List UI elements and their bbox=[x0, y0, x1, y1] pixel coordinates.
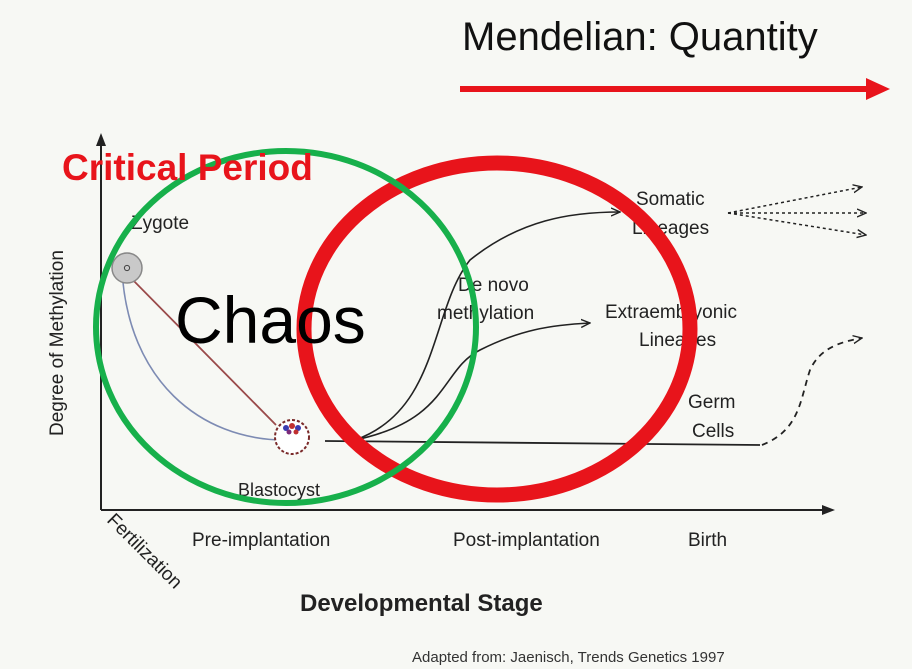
x-axis-label: Developmental Stage bbox=[300, 590, 543, 617]
headline: Mendelian: Quantity bbox=[462, 15, 818, 59]
label-germ-cells: Germ Cells bbox=[688, 392, 741, 442]
somatic-curve bbox=[354, 212, 620, 441]
demethylation-curve bbox=[121, 269, 286, 441]
label-germ-line2: Cells bbox=[692, 421, 734, 442]
label-de-novo: De novo methylation bbox=[437, 275, 534, 324]
label-blastocyst: Blastocyst bbox=[238, 480, 320, 500]
zygote-cell bbox=[111, 252, 143, 284]
germ-line bbox=[324, 440, 761, 446]
axes bbox=[96, 133, 835, 515]
headline-arrow bbox=[460, 78, 890, 100]
label-de-novo-line1: De novo bbox=[458, 275, 529, 296]
green-circle bbox=[93, 148, 479, 506]
tick-pre-implantation: Pre-implantation bbox=[192, 530, 330, 551]
critical-period-label: Critical Period bbox=[62, 147, 313, 188]
tick-birth: Birth bbox=[688, 530, 727, 551]
label-germ-line1: Germ bbox=[688, 392, 736, 413]
zygote-blastocyst-link bbox=[124, 271, 277, 426]
blastocyst-cell bbox=[274, 419, 310, 455]
chaos-label: Chaos bbox=[175, 283, 366, 357]
label-somatic-line1: Somatic bbox=[636, 189, 705, 210]
y-axis-label: Degree of Methylation bbox=[47, 250, 68, 436]
tick-fertilization: Fertilization bbox=[102, 510, 186, 594]
label-extraembryonic: Extraembryonic Lineages bbox=[605, 302, 742, 351]
label-extra-line2: Lineages bbox=[639, 330, 716, 351]
somatic-dotted-arrows bbox=[727, 187, 866, 235]
source-citation: Adapted from: Jaenisch, Trends Genetics … bbox=[412, 649, 725, 666]
red-circle bbox=[296, 155, 698, 503]
label-extra-line1: Extraembryonic bbox=[605, 302, 737, 323]
label-de-novo-line2: methylation bbox=[437, 303, 534, 324]
label-zygote: Zygote bbox=[131, 213, 189, 234]
germ-dashed-curve bbox=[761, 338, 862, 446]
tick-post-implantation: Post-implantation bbox=[453, 530, 600, 551]
